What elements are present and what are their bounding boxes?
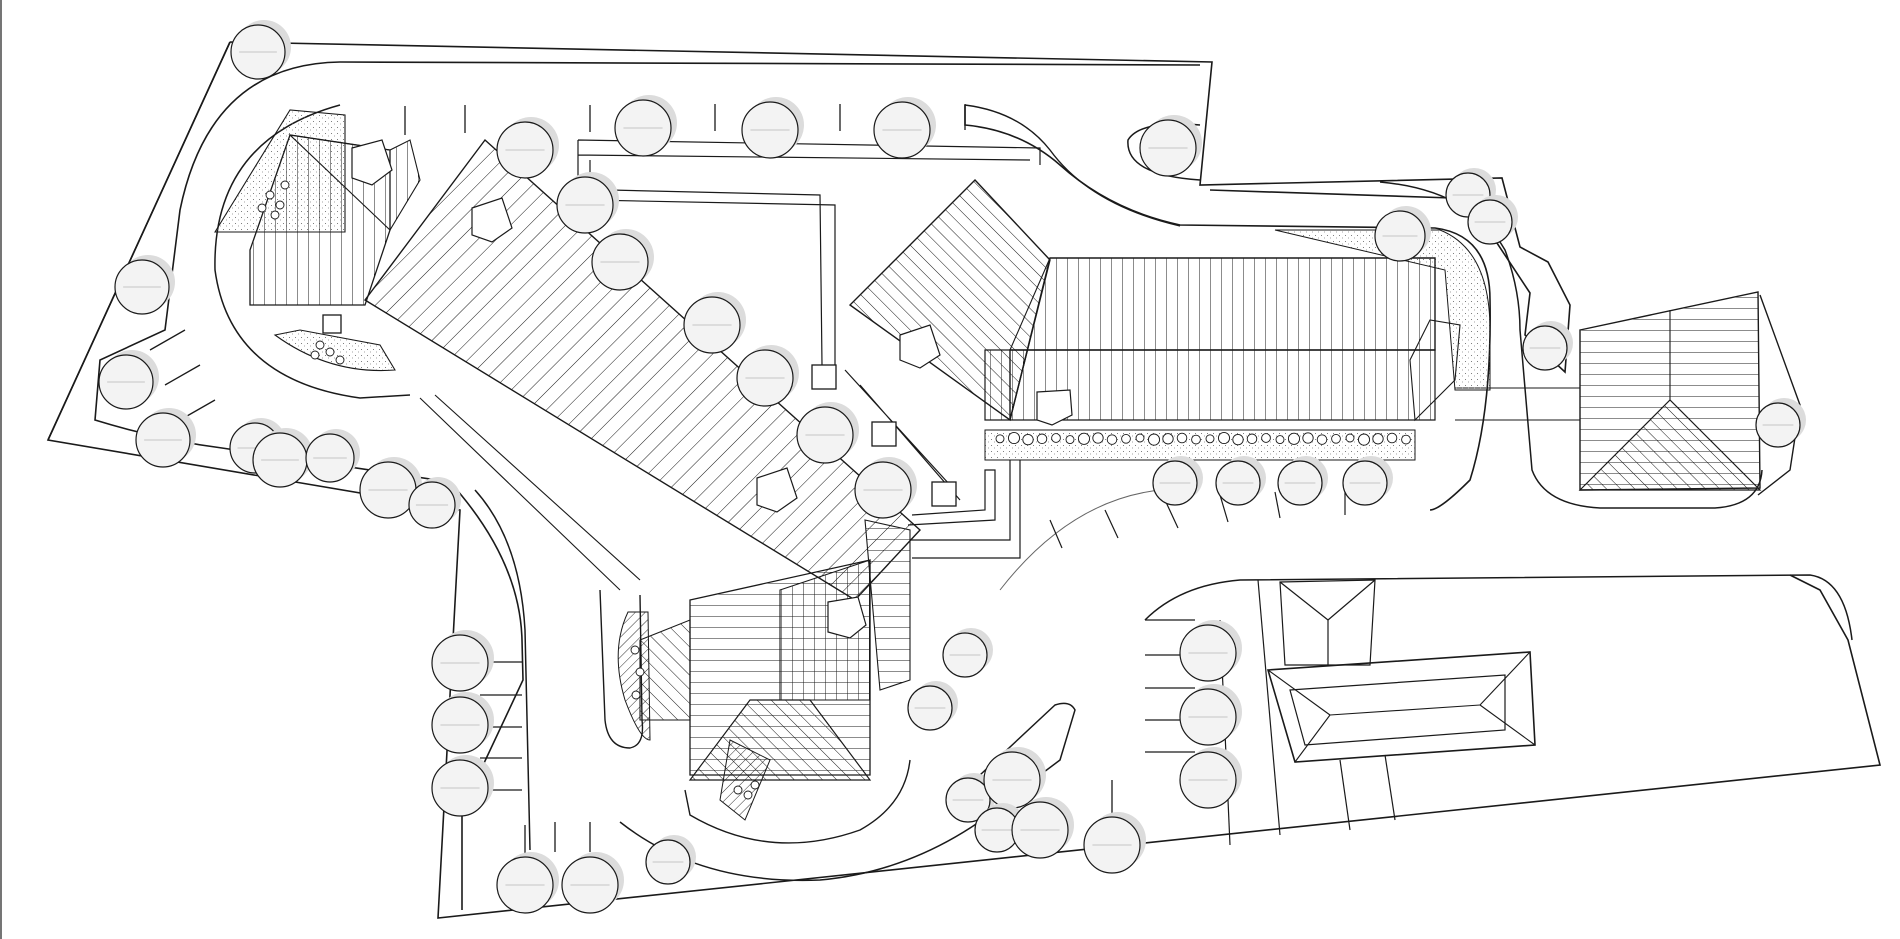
south-loop-inner: [684, 759, 911, 844]
shrub: [1246, 433, 1258, 445]
shrub: [1386, 432, 1398, 444]
shrub: [325, 347, 335, 357]
shrub: [1372, 433, 1384, 445]
walkway-west-diagonal: [419, 394, 641, 591]
shrub: [1357, 433, 1371, 446]
west-ring-inner: [214, 104, 411, 399]
parking-stalls-north: [404, 104, 966, 135]
shrub: [257, 203, 267, 213]
shrub: [275, 200, 285, 210]
shrub: [1345, 433, 1355, 443]
shrub: [1401, 434, 1411, 445]
shrub-rows: [257, 180, 1411, 800]
shrub: [1331, 433, 1341, 444]
shrub: [1106, 434, 1118, 445]
shrub: [1077, 432, 1091, 445]
shrub: [1205, 434, 1215, 444]
skylights: [351, 139, 1073, 639]
shrub: [1302, 432, 1314, 444]
shrub: [1176, 432, 1188, 444]
shrub: [1232, 433, 1244, 446]
shrub: [1135, 433, 1145, 443]
shrub: [1121, 433, 1131, 444]
shrub: [1092, 432, 1104, 444]
shrub: [1191, 434, 1201, 445]
parcel-boundary-east: [1757, 294, 1801, 496]
shrub: [1051, 433, 1061, 443]
shrub: [1147, 433, 1161, 446]
parcel-boundary-south: [47, 41, 231, 441]
shrub: [631, 690, 641, 700]
parking-stalls-central: [1049, 490, 1346, 549]
shrub: [315, 340, 325, 350]
building-b-roof: [848, 178, 1461, 422]
planting-bed-east: [1274, 229, 1491, 391]
walkway-south-connector: [907, 460, 1021, 559]
driveway-inner: [964, 105, 1491, 511]
shrub: [1261, 433, 1271, 443]
parking-stalls-southwest: [480, 661, 591, 855]
shrub: [1162, 433, 1174, 445]
shrub: [1316, 434, 1328, 445]
walkway-spine: [589, 189, 836, 380]
south-loop: [619, 702, 1076, 882]
shrub: [733, 785, 743, 795]
shrub: [270, 210, 280, 220]
shrub: [1022, 433, 1034, 446]
parking-stalls-west: [149, 329, 216, 421]
driveway-north-curve: [964, 104, 1181, 227]
trees: [98, 20, 1806, 914]
shrub: [1275, 435, 1285, 445]
walkway-north: [577, 139, 1041, 200]
shrub: [1217, 431, 1231, 445]
walkway-east-bridge: [1455, 387, 1580, 421]
shrub: [635, 667, 645, 677]
south-drive-edge-a: [474, 489, 531, 851]
shrub: [1287, 432, 1301, 445]
utility-boxes: [322, 314, 957, 507]
shrub: [310, 350, 320, 360]
planting-bed-west-crescent: [273, 329, 396, 372]
walkway-diagonal: [844, 369, 961, 501]
building-a-roof: [249, 134, 921, 821]
shrub: [280, 180, 290, 190]
shrub: [995, 434, 1005, 444]
shrub: [1065, 435, 1075, 445]
building-c-roof: [1578, 291, 1762, 491]
shrub: [265, 190, 275, 200]
building-d-roof: [1266, 651, 1536, 763]
shrub: [335, 355, 345, 365]
shrub: [630, 645, 640, 655]
east-parking-curve: [1144, 574, 1853, 641]
shrub: [1036, 433, 1048, 445]
shrub: [750, 780, 760, 790]
shrub: [743, 790, 753, 800]
center-drive-arc: [999, 489, 1161, 591]
shrub: [1007, 431, 1021, 445]
